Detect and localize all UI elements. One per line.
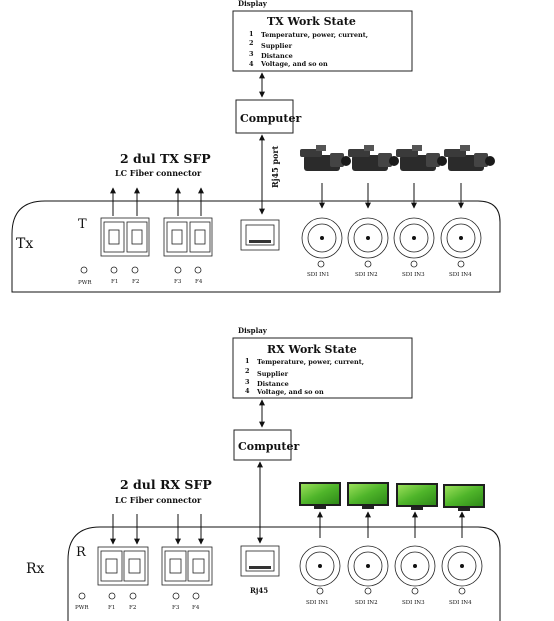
video-camera-icon: [300, 145, 351, 171]
list-item-text: Supplier: [261, 42, 293, 50]
list-item-num: 3: [249, 50, 254, 58]
bnc-connector: [394, 545, 436, 587]
led-label: PWR: [75, 605, 89, 611]
tx-display-label: Display: [238, 0, 268, 8]
video-camera-icon: [348, 145, 399, 171]
tx-work-state-box: [232, 10, 413, 72]
led-label: F1: [108, 605, 115, 611]
sfp-cage: [163, 217, 213, 257]
tx-chassis: [11, 200, 501, 293]
sdi-label: SDI IN4: [449, 272, 472, 278]
bnc-connector: [393, 217, 435, 259]
led-label: F2: [129, 605, 136, 611]
bnc-connector: [347, 545, 389, 587]
tx-sfp-title: 2 dul TX SFP: [120, 151, 211, 166]
led-label: F4: [195, 279, 203, 285]
tx-computer-label: Computer: [240, 112, 301, 125]
tx-state-title: TX Work State: [267, 15, 356, 28]
sdi-label: SDI IN1: [307, 272, 330, 278]
led-label: F3: [172, 605, 180, 611]
bnc-connector: [301, 217, 343, 259]
list-item-text: Supplier: [257, 370, 289, 378]
tx-state-list: 1 Temperature, power, current, 2 Supplie…: [249, 30, 368, 68]
rj45-port: [240, 219, 280, 251]
monitor-icon: [443, 484, 485, 511]
list-item-text: Voltage, and so on: [256, 388, 324, 396]
rx-computer-label: Computer: [238, 440, 299, 453]
rx-display-label: Display: [238, 326, 268, 335]
list-item-num: 3: [245, 378, 250, 386]
sdi-label: SDI IN3: [402, 272, 425, 278]
tx-side-label: Tx: [16, 236, 33, 252]
rx-chassis: [67, 526, 501, 621]
list-item-num: 4: [245, 387, 250, 395]
rj45-port: [240, 545, 280, 577]
list-item-text: Distance: [261, 52, 293, 60]
rx-port-label: Rj45: [250, 586, 268, 595]
rx-device-letter: R: [76, 545, 87, 560]
rx-sfp-sub: LC Fiber connector: [115, 495, 202, 505]
sdi-label: SDI IN4: [449, 600, 472, 606]
rx-computer-box: [233, 429, 292, 461]
rx-side-label: Rx: [26, 561, 45, 577]
sfp-cage: [97, 546, 149, 586]
sdi-label: SDI IN2: [355, 600, 378, 606]
sfp-cage: [161, 546, 213, 586]
led-label: F4: [192, 605, 200, 611]
bnc-connector: [440, 217, 482, 259]
sdi-label: SDI IN2: [355, 272, 378, 278]
monitor-icon: [347, 482, 389, 509]
led-row: [80, 260, 465, 274]
bnc-connector: [347, 217, 389, 259]
rx-sfp-title: 2 dul RX SFP: [120, 477, 212, 492]
list-item-text: Temperature, power, current,: [261, 31, 368, 39]
list-item-text: Temperature, power, current,: [257, 358, 364, 366]
tx-port-label: Rj45 port: [270, 145, 280, 188]
bnc-connector: [299, 545, 341, 587]
led-label: PWR: [78, 280, 92, 286]
sfp-cage: [100, 217, 150, 257]
bnc-connector: [441, 545, 483, 587]
led-label: F1: [111, 279, 118, 285]
rx-state-list: 1 Temperature, power, current, 2 Supplie…: [245, 357, 364, 396]
tx-section: Display TX Work State 1 Temperature, pow…: [11, 0, 501, 293]
list-item-text: Voltage, and so on: [260, 60, 328, 68]
sdi-label: SDI IN1: [306, 600, 329, 606]
video-camera-icon: [396, 145, 447, 171]
list-item-text: Distance: [257, 380, 289, 388]
list-item-num: 1: [245, 357, 250, 365]
rx-state-title: RX Work State: [267, 343, 357, 356]
video-camera-icon: [444, 145, 495, 171]
led-label: F3: [174, 279, 182, 285]
list-item-num: 2: [245, 367, 250, 375]
monitor-icon: [299, 482, 341, 509]
rx-work-state-box: [232, 337, 413, 399]
monitor-icon: [396, 483, 438, 510]
list-item-num: 2: [249, 39, 254, 47]
tx-computer-box: [235, 99, 294, 134]
tx-sfp-sub: LC Fiber connector: [115, 168, 202, 178]
list-item-num: 4: [249, 60, 254, 68]
sdi-label: SDI IN3: [402, 600, 425, 606]
led-label: F2: [132, 279, 139, 285]
list-item-num: 1: [249, 30, 254, 38]
led-row: [78, 587, 466, 600]
tx-device-letter: T: [78, 217, 87, 232]
rx-section: Display RX Work State 1 Temperature, pow…: [26, 326, 501, 621]
